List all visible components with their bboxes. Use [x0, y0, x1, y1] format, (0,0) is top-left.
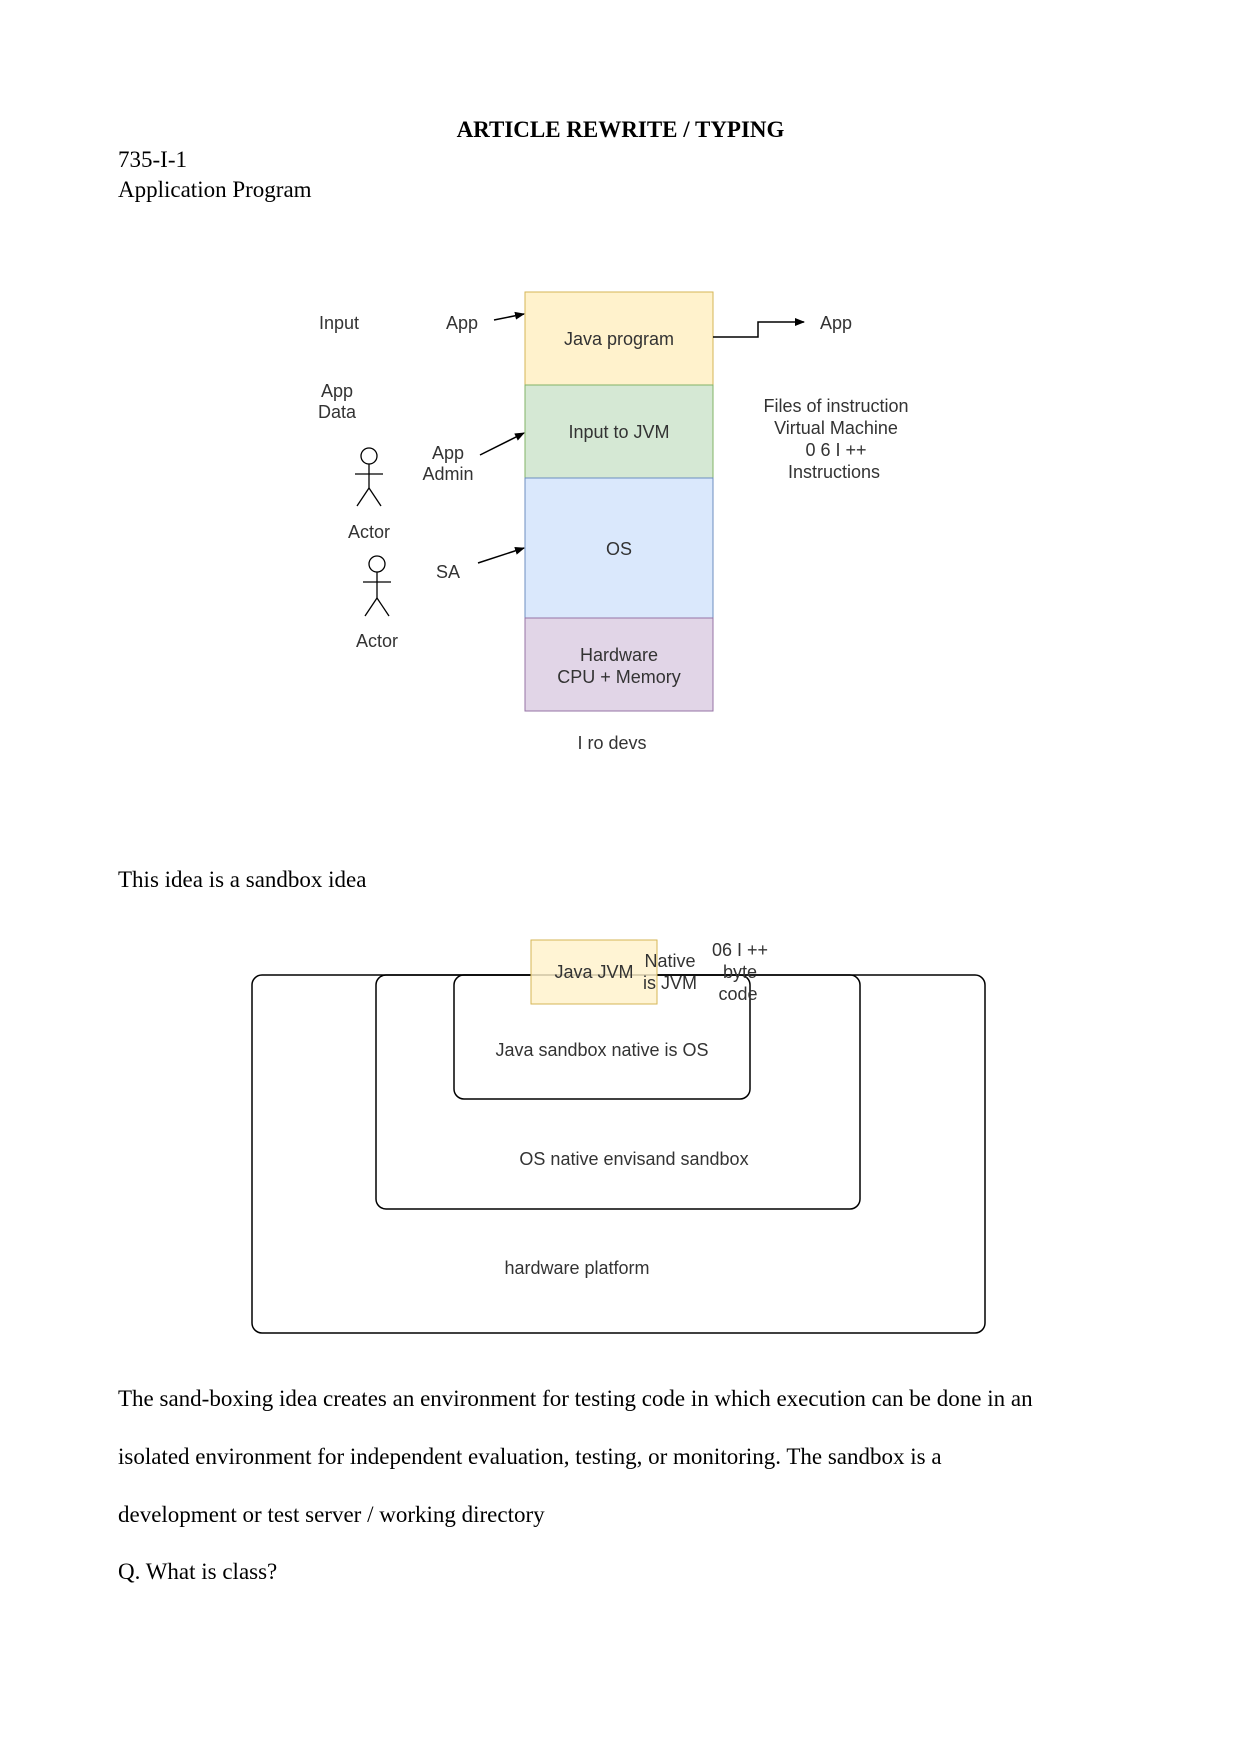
app-top-arrow — [493, 311, 525, 321]
actor-1-label: Actor — [348, 522, 390, 542]
files-label-2: Virtual Machine — [774, 418, 898, 438]
app-admin-arrow — [479, 432, 525, 456]
native-label-1: Native — [644, 951, 695, 971]
app-data-label-1: App — [321, 381, 353, 401]
middle-sandbox-label: OS native envisand sandbox — [519, 1149, 748, 1169]
layer-hardware — [524, 617, 714, 712]
middle-sandbox-os — [375, 974, 861, 1210]
app-out-connector — [713, 318, 805, 338]
paragraph-line: The sand-boxing idea creates an environm… — [118, 1386, 1033, 1411]
app-out-label: App — [820, 313, 852, 333]
actor-icon — [363, 555, 391, 617]
app-admin-label-2: Admin — [422, 464, 473, 484]
layer-os-label: OS — [606, 539, 632, 559]
inner-sandbox-label: Java sandbox native is OS — [495, 1040, 708, 1060]
layer-hardware-sublabel: CPU + Memory — [557, 667, 681, 687]
layer-java-program-label: Java program — [564, 329, 674, 349]
files-label-1: Files of instruction — [763, 396, 908, 416]
byte-code-label-3: code — [718, 984, 757, 1004]
bottom-caption: I ro devs — [577, 733, 646, 753]
paragraph-line: isolated environment for independent eva… — [118, 1444, 942, 1469]
sandbox-heading: This idea is a sandbox idea — [118, 867, 367, 892]
byte-code-label-1: 06 I ++ — [712, 940, 768, 960]
layer-stack-diagram: Java program Input to JVM OS Hardware CP… — [318, 291, 909, 753]
layer-hardware-label: Hardware — [580, 645, 658, 665]
sandbox-nesting-diagram: Java JVM Native is JVM 06 I ++ byte code… — [251, 939, 986, 1334]
actor-icon — [355, 447, 383, 507]
app-data-label-2: Data — [318, 402, 357, 422]
byte-code-label-2: byte — [723, 962, 757, 982]
question-text: Q. What is class? — [118, 1559, 278, 1584]
sa-label: SA — [436, 562, 460, 582]
paragraph-line: development or test server / working dir… — [118, 1502, 545, 1527]
actor-2-label: Actor — [356, 631, 398, 651]
layer-input-to-jvm-label: Input to JVM — [568, 422, 669, 442]
java-jvm-label: Java JVM — [554, 962, 633, 982]
java-jvm-box — [530, 939, 658, 1005]
document-subtitle: Application Program — [118, 177, 312, 202]
native-label-2: is JVM — [643, 973, 697, 993]
files-label-4: Instructions — [788, 462, 880, 482]
outer-sandbox-label: hardware platform — [504, 1258, 649, 1278]
layer-java-program — [524, 291, 714, 386]
sandbox-paragraph: The sand-boxing idea creates an environm… — [118, 1370, 1128, 1544]
input-label: Input — [319, 313, 359, 333]
app-top-label: App — [446, 313, 478, 333]
document-code: 735-I-1 — [118, 147, 187, 172]
app-admin-label-1: App — [432, 443, 464, 463]
document-title: ARTICLE REWRITE / TYPING — [456, 117, 785, 142]
sa-arrow — [477, 546, 525, 564]
files-label-3: 0 6 I ++ — [805, 440, 866, 460]
